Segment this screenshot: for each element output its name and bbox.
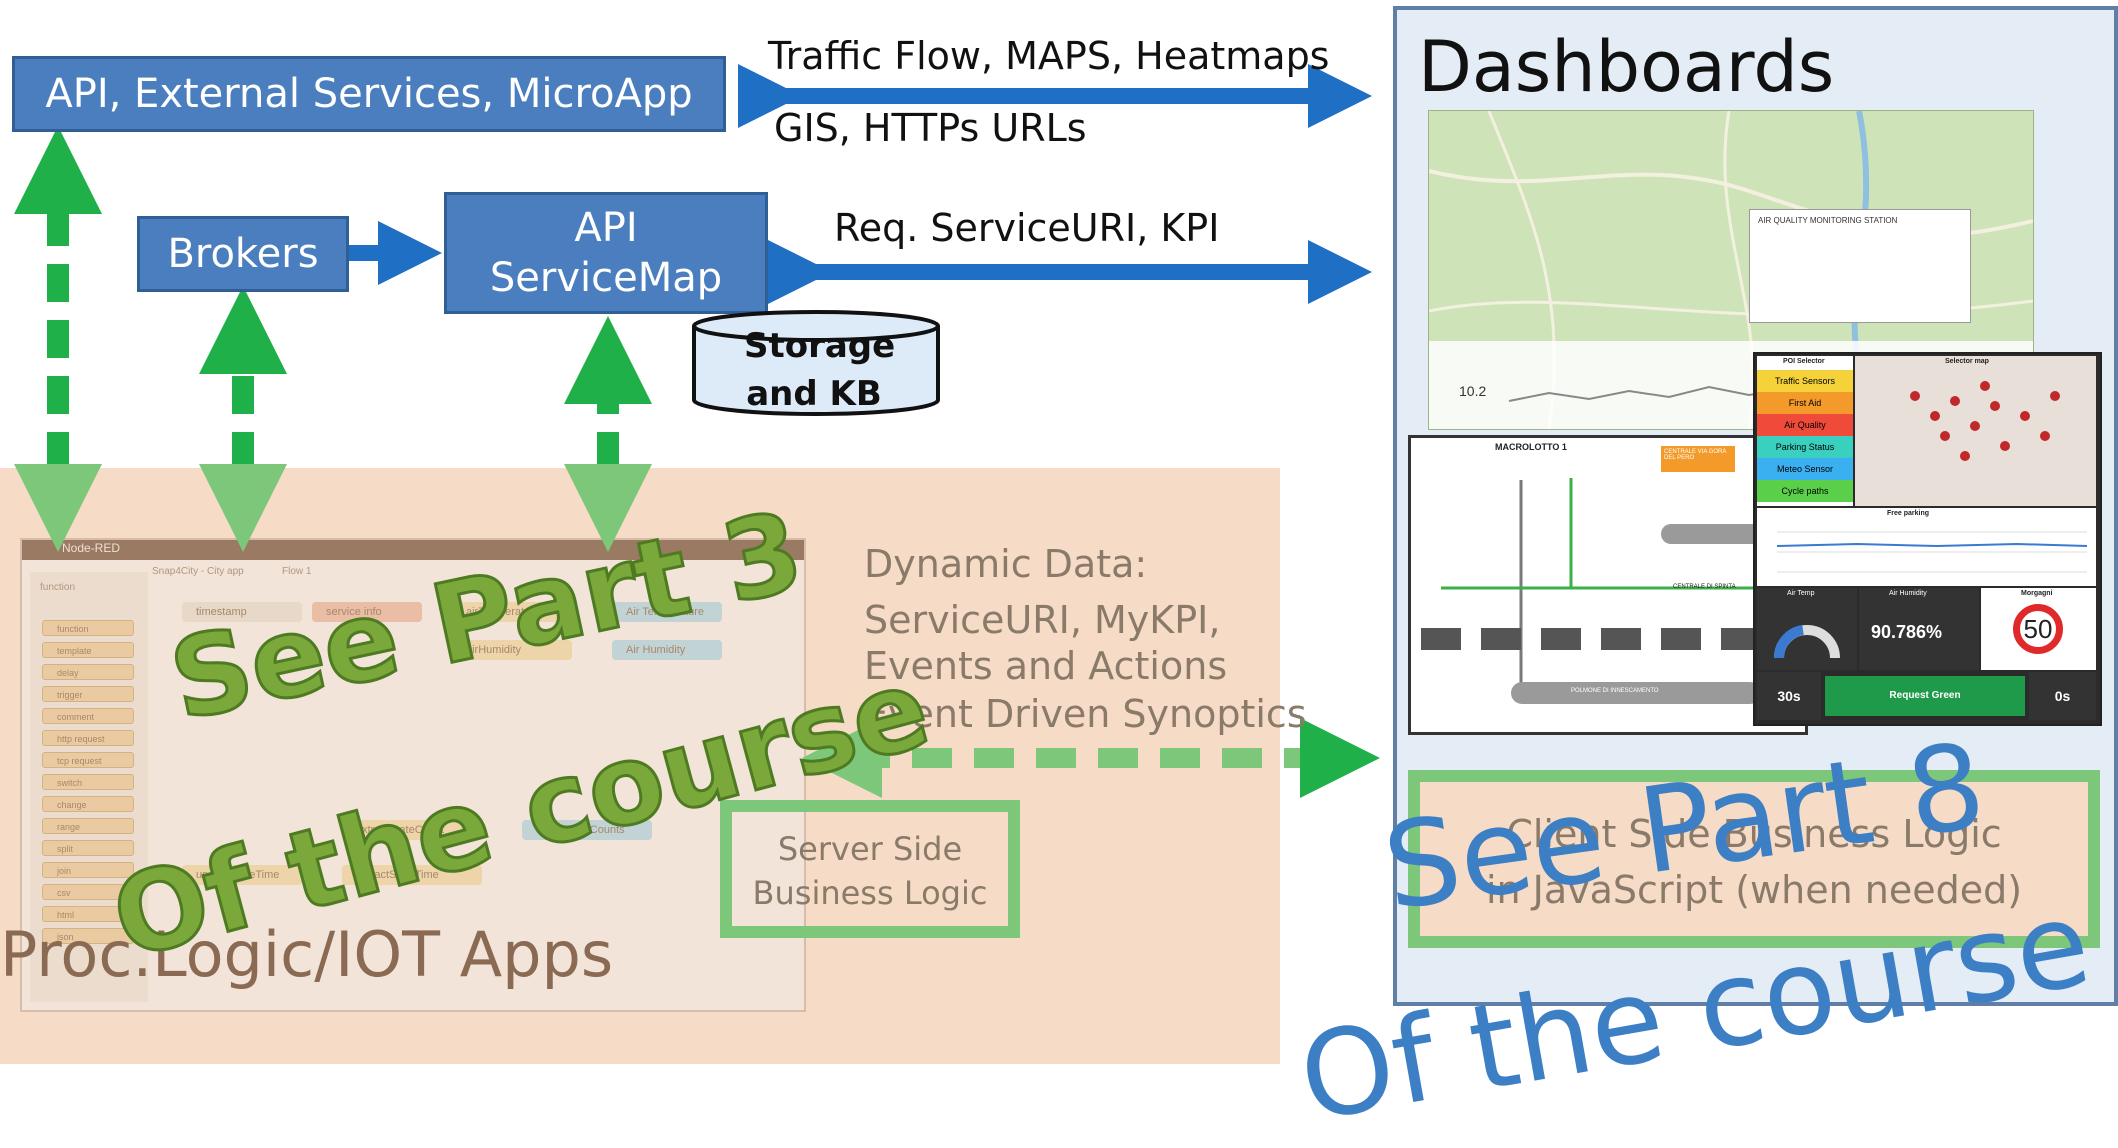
synoptic-screenshot: MACROLOTTO 1 CENTRALE VIA GORA DEL PERO … <box>1408 435 1808 735</box>
morgagni-widget: Morgagni 50 <box>1981 588 2096 670</box>
flow-node: Air Humidity <box>612 640 722 660</box>
poi-item[interactable]: Air Quality <box>1757 414 1853 436</box>
request-green-button[interactable]: Request Green <box>1825 676 2025 716</box>
api-servicemap-line1: API <box>574 205 638 251</box>
palette-item: comment <box>42 708 134 724</box>
palette-item: json <box>42 928 134 944</box>
storage-line1: Storage <box>744 326 896 366</box>
client-side-box <box>1408 770 2100 948</box>
flow-node: airHumidity <box>452 640 572 660</box>
palette-item: delay <box>42 664 134 680</box>
synoptic-title: MACROLOTTO 1 <box>1495 442 1567 452</box>
flow-node: extractStateTime <box>342 865 482 885</box>
node-red-tab-1: Snap4City - City app <box>152 566 244 577</box>
speed-limit-sign: 50 <box>2013 604 2063 654</box>
synoptic-bottom-label: POLMONE DI INNESCAMENTO <box>1571 688 1659 694</box>
palette-item: switch <box>42 774 134 790</box>
server-side-box <box>720 800 1020 938</box>
synoptic-centrale-label: CENTRALE DI SPINTA <box>1673 584 1736 590</box>
widgets-screenshot: POI Selector Traffic Sensors First Aid A… <box>1753 352 2102 726</box>
air-temp-gauge <box>1773 625 1840 659</box>
humidity-value: 90.786% <box>1871 622 1943 642</box>
map-popup-title: AIR QUALITY MONITORING STATION <box>1758 216 1898 225</box>
flow-node: timestamp <box>182 602 302 622</box>
parking-line <box>1776 531 2088 573</box>
proc-logic-label: Proc.Logic/IOT Apps <box>0 918 614 991</box>
palette-item: template <box>42 642 134 658</box>
client-side-line1: Client Side Business Logic <box>1506 812 2002 856</box>
poi-item[interactable]: Meteo Sensor <box>1757 458 1853 480</box>
flow-node: airTemperature <box>452 602 572 622</box>
palette-item: function <box>42 620 134 636</box>
map-popup: AIR QUALITY MONITORING STATION <box>1749 209 1971 323</box>
dynamic-line4: Event Driven Synoptics <box>864 692 1307 736</box>
api-external-box: API, External Services, MicroApp <box>12 56 726 132</box>
flow-node: service info <box>312 602 422 622</box>
free-parking-chart: Free parking <box>1757 508 2096 586</box>
palette-item: join <box>42 862 134 878</box>
air-temp-widget: Air Temp <box>1757 588 1857 670</box>
poi-item[interactable]: First Aid <box>1757 392 1853 414</box>
selector-map-markers <box>1910 381 2060 461</box>
client-side-line2: in JavaScript (when needed) <box>1485 868 2023 912</box>
palette-header: function <box>40 582 76 593</box>
server-side-line2: Business Logic <box>752 874 988 912</box>
palette-item: range <box>42 818 134 834</box>
storage-line2: and KB <box>746 374 882 414</box>
flow-node: extractStateCount <box>342 820 482 840</box>
palette-item: http request <box>42 730 134 746</box>
dynamic-line1: Dynamic Data: <box>864 542 1148 586</box>
palette-item: csv <box>42 884 134 900</box>
dashboards-title: Dashboards <box>1418 26 1835 108</box>
air-humidity-widget: Air Humidity 90.786% <box>1859 588 1979 670</box>
palette-item: trigger <box>42 686 134 702</box>
poi-item[interactable]: Cycle paths <box>1757 480 1853 502</box>
gis-label: GIS, HTTPs URLs <box>774 106 1087 150</box>
poi-item[interactable]: Parking Status <box>1757 436 1853 458</box>
palette-item: html <box>42 906 134 922</box>
palette-item: change <box>42 796 134 812</box>
storage-cylinder <box>692 310 940 416</box>
palette-item: tcp request <box>42 752 134 768</box>
node-red-tab-2: Flow 1 <box>282 566 312 577</box>
synoptic-centrale: CENTRALE VIA GORA DEL PERO <box>1661 446 1735 472</box>
dynamic-line3: Events and Actions <box>864 644 1228 688</box>
flow-node: TrafficLightCounts <box>522 820 652 840</box>
connectors <box>14 64 1380 798</box>
brokers-label: Brokers <box>167 231 319 277</box>
server-side-line1: Server Side <box>777 830 963 868</box>
timer-right: 0s <box>2029 672 2096 720</box>
map-value: 10.2 <box>1459 383 1487 399</box>
serviceuri-label: Req. ServiceURI, KPI <box>834 206 1220 250</box>
api-servicemap-line2: ServiceMap <box>489 255 723 301</box>
palette-item: split <box>42 840 134 856</box>
flow-node: updateStateTime <box>182 865 302 885</box>
synoptic-pipes <box>1421 478 1771 704</box>
dynamic-line2: ServiceURI, MyKPI, <box>864 598 1221 642</box>
poi-item[interactable]: Traffic Sensors <box>1757 370 1853 392</box>
traffic-label: Traffic Flow, MAPS, Heatmaps <box>768 34 1330 78</box>
selector-map: Selector map <box>1855 356 2096 506</box>
brokers-box: Brokers <box>137 216 349 292</box>
poi-selector: POI Selector Traffic Sensors First Aid A… <box>1757 356 1853 506</box>
timer-left: 30s <box>1757 672 1821 720</box>
node-red-screenshot: Node-RED Snap4City - City app Flow 1 fun… <box>20 538 806 1012</box>
flow-node: Air Temperature <box>612 602 722 622</box>
api-external-label: API, External Services, MicroApp <box>45 71 693 117</box>
api-servicemap-box: API ServiceMap <box>444 192 768 314</box>
